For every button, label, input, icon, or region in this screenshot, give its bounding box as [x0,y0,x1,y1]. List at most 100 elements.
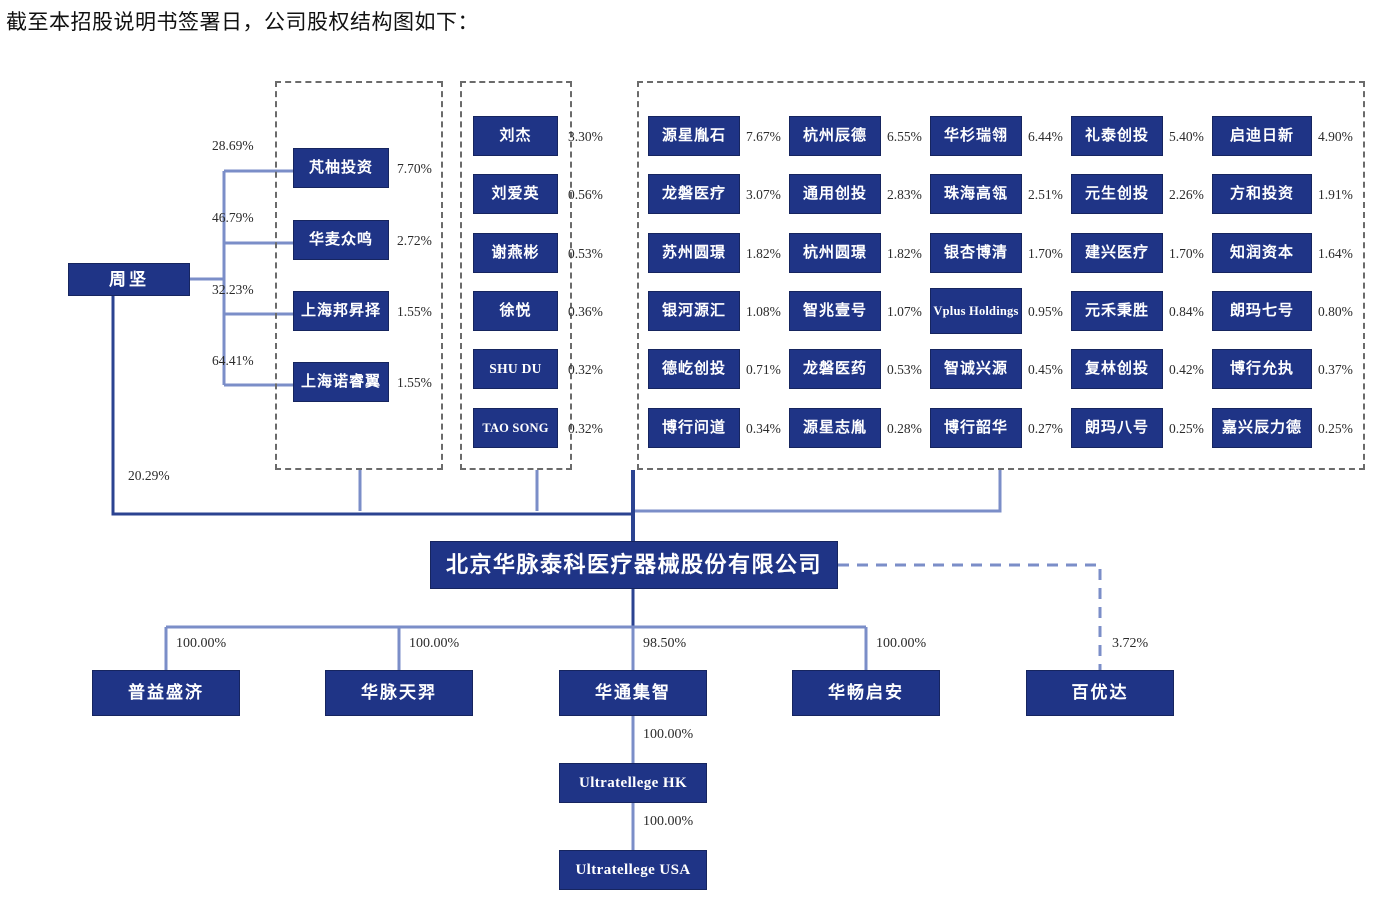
node-natural-person-4[interactable]: SHU DU [473,349,558,389]
node-institution-2-4[interactable]: 智诚兴源 [930,349,1022,389]
group-frame-natural-persons [460,81,572,470]
pct-subsidiary-3: 100.00% [876,636,927,651]
pct-subsidiary-4: 3.72% [1112,636,1149,651]
pct-natural-person-0: 3.30% [568,129,603,144]
pct-institution-4-2: 1.64% [1318,246,1353,261]
node-institution-1-5[interactable]: 源星志胤 [789,408,881,448]
pct-sub-chain-0: 100.00% [643,727,694,742]
node-controller-holding-1[interactable]: 华麦众鸣 [293,220,389,260]
node-institution-2-2[interactable]: 银杏博清 [930,233,1022,273]
node-institution-3-3[interactable]: 元禾秉胜 [1071,291,1163,331]
node-institution-0-1[interactable]: 龙磐医疗 [648,174,740,214]
node-institution-1-1[interactable]: 通用创投 [789,174,881,214]
node-controller[interactable]: 周坚 [68,263,190,296]
node-institution-4-5[interactable]: 嘉兴辰力德 [1212,408,1312,448]
node-institution-0-2[interactable]: 苏州圆璟 [648,233,740,273]
node-institution-4-2[interactable]: 知润资本 [1212,233,1312,273]
node-institution-4-4[interactable]: 博行允执 [1212,349,1312,389]
node-institution-2-5[interactable]: 博行韶华 [930,408,1022,448]
node-institution-0-0[interactable]: 源星胤石 [648,116,740,156]
pct-institution-3-1: 2.26% [1169,187,1204,202]
pct-controller-holding-3-right: 1.55% [397,375,432,390]
node-subsidiary-2[interactable]: 华通集智 [559,670,707,716]
node-institution-2-0[interactable]: 华杉瑞翎 [930,116,1022,156]
pct-subsidiary-2: 98.50% [643,636,687,651]
pct-institution-2-3: 0.95% [1028,304,1063,319]
pct-controller-holding-2-left: 32.23% [212,282,254,297]
node-institution-4-1[interactable]: 方和投资 [1212,174,1312,214]
pct-institution-4-0: 4.90% [1318,129,1353,144]
node-institution-2-1[interactable]: 珠海高瓴 [930,174,1022,214]
node-sub-chain-0[interactable]: Ultratellege HK [559,763,707,803]
node-subsidiary-1[interactable]: 华脉天羿 [325,670,473,716]
node-institution-0-5[interactable]: 博行问道 [648,408,740,448]
node-institution-1-4[interactable]: 龙磐医药 [789,349,881,389]
node-natural-person-2[interactable]: 谢燕彬 [473,233,558,273]
pct-natural-person-1: 0.56% [568,187,603,202]
pct-subsidiary-0: 100.00% [176,636,227,651]
pct-sub-chain-1: 100.00% [643,814,694,829]
node-institution-2-3[interactable]: Vplus Holdings [930,288,1022,334]
pct-institution-0-3: 1.08% [746,304,781,319]
pct-controller-holding-0-right: 7.70% [397,161,432,176]
pct-institution-4-1: 1.91% [1318,187,1353,202]
pct-controller-holding-3-left: 64.41% [212,353,254,368]
node-institution-3-4[interactable]: 复林创投 [1071,349,1163,389]
node-institution-1-3[interactable]: 智兆壹号 [789,291,881,331]
node-natural-person-5[interactable]: TAO SONG [473,408,558,448]
pct-institution-0-4: 0.71% [746,362,781,377]
pct-institution-1-4: 0.53% [887,362,922,377]
pct-natural-person-3: 0.36% [568,304,603,319]
node-natural-person-0[interactable]: 刘杰 [473,116,558,156]
pct-institution-2-5: 0.27% [1028,421,1063,436]
pct-institution-3-2: 1.70% [1169,246,1204,261]
node-subsidiary-3[interactable]: 华畅启安 [792,670,940,716]
pct-institution-0-1: 3.07% [746,187,781,202]
pct-institution-1-2: 1.82% [887,246,922,261]
node-natural-person-3[interactable]: 徐悦 [473,291,558,331]
pct-institution-3-0: 5.40% [1169,129,1204,144]
node-institution-3-1[interactable]: 元生创投 [1071,174,1163,214]
pct-institution-3-5: 0.25% [1169,421,1204,436]
pct-controller-holding-2-right: 1.55% [397,304,432,319]
pct-subsidiary-1: 100.00% [409,636,460,651]
pct-institution-1-0: 6.55% [887,129,922,144]
pct-controller-holding-1-right: 2.72% [397,233,432,248]
node-controller-holding-3[interactable]: 上海诺睿翼 [293,362,389,402]
pct-institution-3-3: 0.84% [1169,304,1204,319]
pct-institution-4-3: 0.80% [1318,304,1353,319]
pct-institution-1-1: 2.83% [887,187,922,202]
pct-institution-0-0: 7.67% [746,129,781,144]
node-controller-holding-2[interactable]: 上海邦昇择 [293,291,389,331]
pct-natural-person-4: 0.32% [568,362,603,377]
pct-institution-2-2: 1.70% [1028,246,1063,261]
node-sub-chain-1[interactable]: Ultratellege USA [559,850,707,890]
node-institution-4-0[interactable]: 启迪日新 [1212,116,1312,156]
pct-institution-1-5: 0.28% [887,421,922,436]
node-subsidiary-0[interactable]: 普益盛济 [92,670,240,716]
pct-natural-person-5: 0.32% [568,421,603,436]
pct-controller-direct: 20.29% [128,468,170,483]
node-institution-0-4[interactable]: 德屹创投 [648,349,740,389]
node-institution-1-0[interactable]: 杭州辰德 [789,116,881,156]
pct-institution-4-5: 0.25% [1318,421,1353,436]
node-institution-3-2[interactable]: 建兴医疗 [1071,233,1163,273]
node-institution-4-3[interactable]: 朗玛七号 [1212,291,1312,331]
pct-institution-2-1: 2.51% [1028,187,1063,202]
pct-institution-2-0: 6.44% [1028,129,1063,144]
node-institution-1-2[interactable]: 杭州圆璟 [789,233,881,273]
pct-institution-1-3: 1.07% [887,304,922,319]
pct-controller-holding-1-left: 46.79% [212,210,254,225]
node-institution-0-3[interactable]: 银河源汇 [648,291,740,331]
pct-natural-person-2: 0.53% [568,246,603,261]
pct-institution-0-5: 0.34% [746,421,781,436]
page-title: 截至本招股说明书签署日，公司股权结构图如下： [6,10,479,34]
node-main-company[interactable]: 北京华脉泰科医疗器械股份有限公司 [430,541,838,589]
node-controller-holding-0[interactable]: 芃柚投资 [293,148,389,188]
node-institution-3-5[interactable]: 朗玛八号 [1071,408,1163,448]
group-frame-institutions [637,81,1365,470]
node-subsidiary-4[interactable]: 百优达 [1026,670,1174,716]
node-natural-person-1[interactable]: 刘爱英 [473,174,558,214]
node-institution-3-0[interactable]: 礼泰创投 [1071,116,1163,156]
